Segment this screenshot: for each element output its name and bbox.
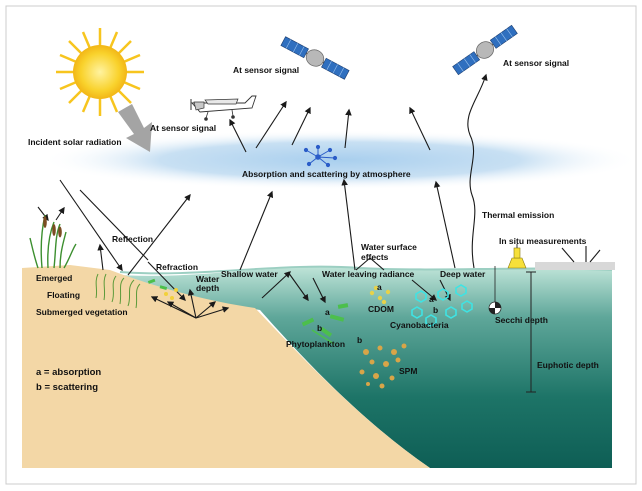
absorption-marker-cdom: a: [377, 282, 382, 292]
sensor-signal-label-right: At sensor signal: [503, 58, 569, 68]
reflection-label: Reflection: [112, 234, 153, 244]
water-surface: [119, 265, 613, 275]
euphotic-depth-label: Euphotic depth: [537, 360, 599, 370]
sun-icon: [56, 28, 144, 116]
water-depth-label-line2: depth: [196, 283, 219, 293]
buoy-icon: [507, 244, 527, 269]
refraction-label: Refraction: [156, 262, 198, 272]
legend-scattering: b = scattering: [36, 382, 98, 393]
absorption-marker-cyano: a: [429, 294, 434, 304]
shallow-water-label: Shallow water: [221, 269, 278, 279]
submerged-vegetation-icon: [95, 273, 141, 309]
absorption-marker-phyto: a: [325, 307, 330, 317]
phytoplankton-label: Phytoplankton: [286, 339, 345, 349]
satellite-mid-icon: [280, 36, 350, 80]
incident-radiation-arrow: [118, 104, 152, 152]
aerosol-molecule-icon: [303, 144, 338, 168]
sand-shore: [22, 265, 430, 468]
insitu-measurements-label: In situ measurements: [499, 236, 587, 246]
airplane-icon: [190, 95, 257, 121]
legend-absorption: a = absorption: [36, 367, 101, 378]
cdom-particles-icon: [369, 285, 391, 305]
floating-label: Floating: [47, 290, 80, 300]
phytoplankton-icon: [301, 303, 349, 345]
water-body: [120, 266, 612, 468]
scattering-marker-spm: b: [357, 335, 362, 345]
emerged-label: Emerged: [36, 273, 72, 283]
water-leaving-radiance-label: Water leaving radiance: [322, 269, 415, 279]
scattering-marker-phyto: b: [317, 323, 322, 333]
thermal-emission-label: Thermal emission: [482, 210, 554, 220]
floating-particles-icon: [147, 278, 178, 300]
surface-effects-label-line1: Water surface: [361, 242, 417, 252]
incident-radiation-label: Incident solar radiation: [28, 137, 122, 147]
euphotic-depth-bar: [526, 271, 536, 393]
insitu-platform: [535, 262, 615, 270]
secchi-depth-label: Secchi depth: [495, 315, 548, 325]
scattering-marker-cyano: b: [433, 305, 438, 315]
submerged-vegetation-label: Submerged vegetation: [36, 307, 128, 317]
surface-effects-label-line2: effects: [361, 252, 389, 262]
secchi-disk-icon: [488, 266, 502, 315]
satellite-right-icon: [452, 24, 518, 76]
spm-particles-icon: [359, 343, 407, 389]
spm-label: SPM: [399, 366, 417, 376]
water-depth-label-line1: Water: [196, 274, 220, 284]
cdom-label: CDOM: [368, 304, 394, 314]
cyanobacteria-label: Cyanobacteria: [390, 320, 449, 330]
sensor-signal-label-mid: At sensor signal: [233, 65, 299, 75]
emerged-vegetation-icon: [29, 214, 77, 269]
atmosphere-band: [40, 130, 640, 190]
sensor-signal-label-plane: At sensor signal: [150, 123, 216, 133]
deep-water-label: Deep water: [440, 269, 486, 279]
cyanobacteria-icon: [411, 284, 473, 327]
atmosphere-label: Absorption and scattering by atmosphere: [242, 169, 411, 179]
